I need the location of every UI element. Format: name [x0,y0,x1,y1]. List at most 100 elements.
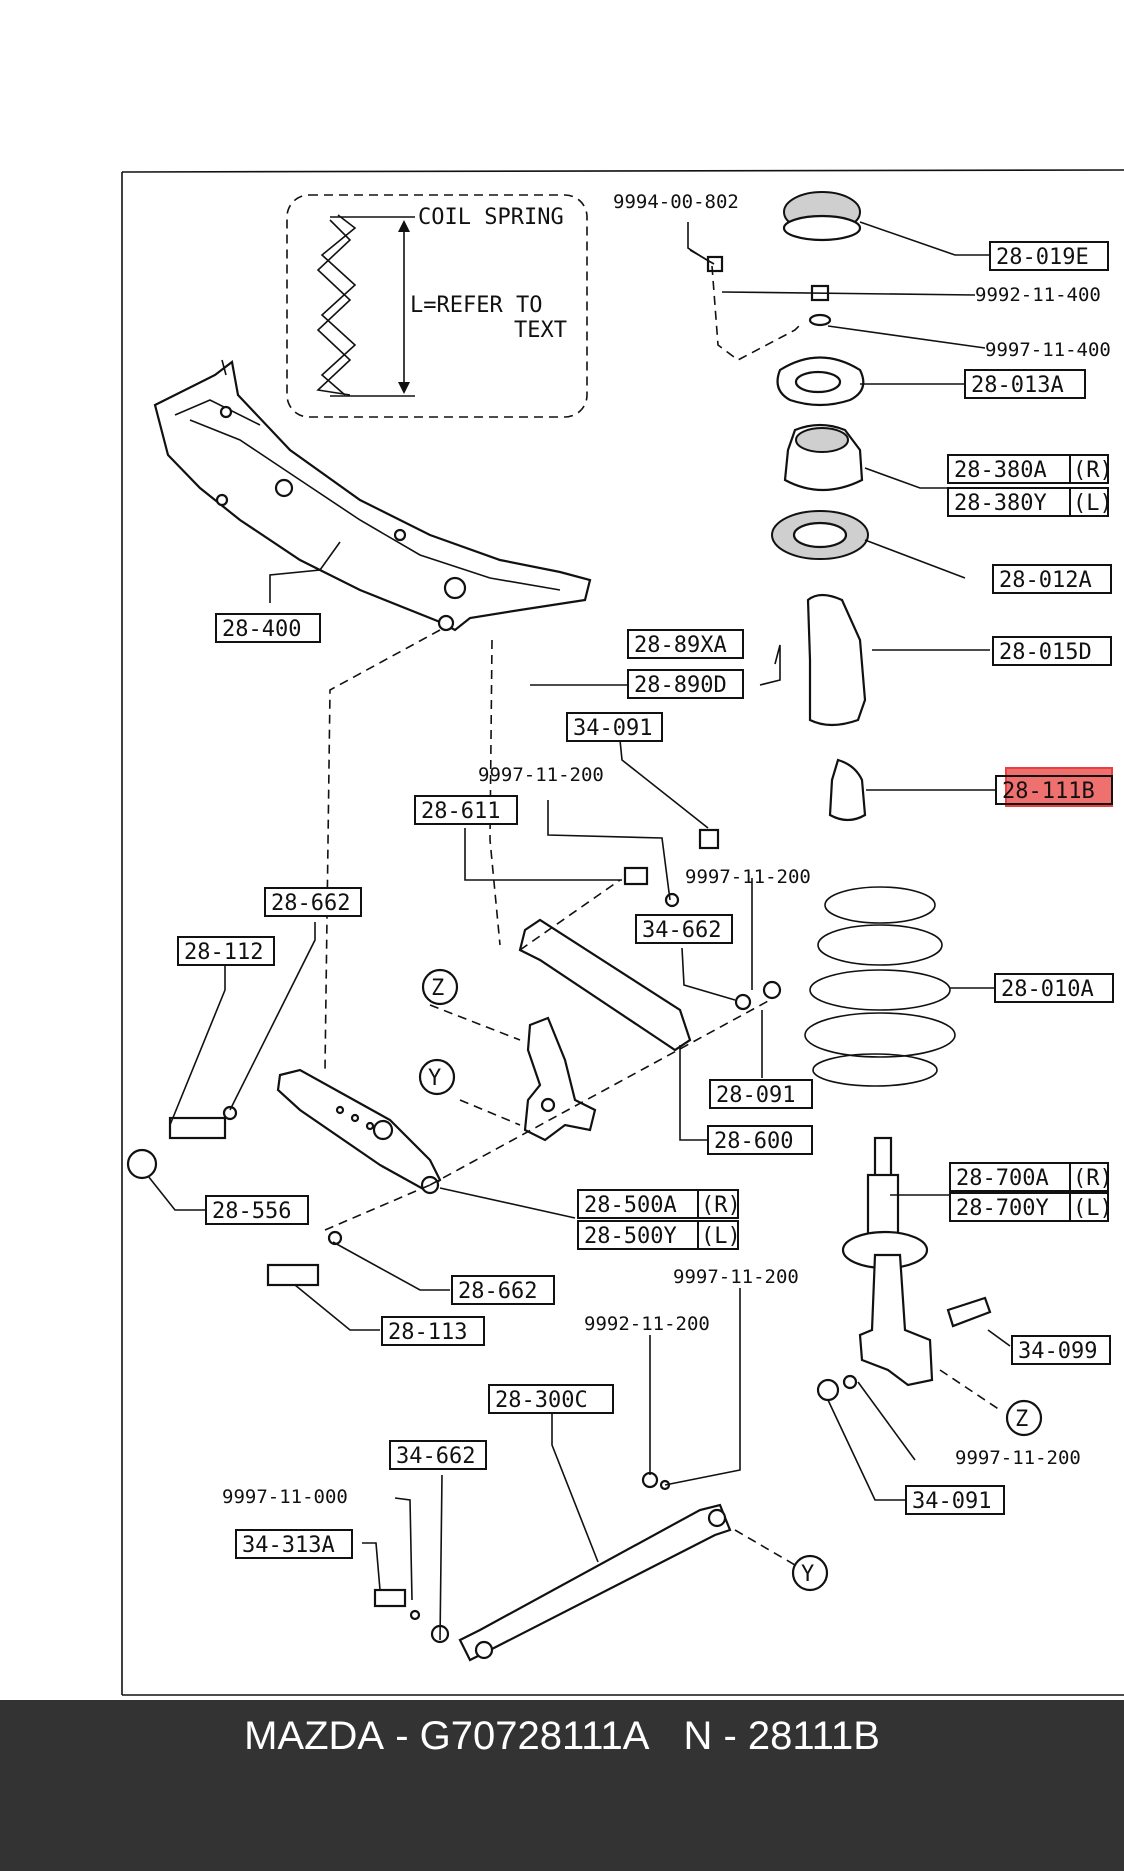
dashed-line-3 [489,639,501,946]
label-9997-11-400: 9997-11-400 [985,339,1111,361]
ref-circle-z-2 [1005,1399,1043,1437]
label-28-700Y: 28-700Y [956,1196,1049,1221]
label-box-28-600 [707,1125,813,1155]
strut-top-parts-drawing [689,191,869,822]
label-box-side-l-2 [1069,1192,1109,1222]
label-box-28-662-b [451,1275,555,1305]
label-box-28-500Y [577,1220,699,1250]
leader-lines [147,221,1011,1641]
label-28-111B: 28-111B [1002,779,1095,804]
coil-spring-legend: COIL SPRING L=REFER TO TEXT [286,194,588,418]
label-box-28-611 [414,795,518,825]
ref-z-2: Z [1015,1407,1028,1432]
label-box-28-890D [627,669,744,699]
label-box-28-662-a [264,887,362,917]
label-box-28-556 [205,1195,309,1225]
trailing-arm-drawing [126,1068,442,1287]
label-box-28-400 [215,613,321,643]
label-9992-11-400: 9992-11-400 [975,284,1101,306]
label-28-500A: 28-500A [584,1193,677,1218]
ref-z-1: Z [431,976,444,1001]
label-box-28-500A [577,1189,699,1219]
label-side-r-3: (R) [701,1193,741,1218]
label-28-556: 28-556 [212,1199,291,1224]
label-28-380A: 28-380A [954,458,1047,483]
strut-drawing [816,1136,992,1402]
label-9992-11-200: 9992-11-200 [584,1313,710,1335]
label-box-side-l-3 [697,1220,739,1250]
label-28-400: 28-400 [222,617,301,642]
label-28-890D: 28-890D [634,673,727,698]
coil-spring-drawing [804,886,956,1087]
footer-code: 28111B [747,1714,880,1758]
label-34-662-a: 34-662 [642,918,721,943]
label-28-600: 28-600 [714,1129,793,1154]
label-34-662-b: 34-662 [396,1444,475,1469]
ref-circle-y-2 [791,1554,829,1592]
footer-part-number: G70728111A [419,1714,650,1758]
label-box-side-r-2 [1069,1162,1109,1192]
label-28-113: 28-113 [388,1320,467,1345]
dashed-line-y1 [459,1099,521,1126]
parts-diagram: COIL SPRING L=REFER TO TEXT [121,169,1124,1696]
label-box-28-013A [964,369,1086,399]
label-28-010A: 28-010A [1001,977,1094,1002]
label-box-34-662-b [389,1440,487,1470]
label-28-019E: 28-019E [996,245,1089,270]
lateral-link-drawing [518,828,782,1052]
label-28-013A: 28-013A [971,373,1064,398]
ref-circle-y-1 [418,1058,456,1096]
label-9994-00-802: 9994-00-802 [613,191,739,213]
label-box-28-019E [989,241,1109,271]
label-side-r-2: (R) [1073,1166,1113,1191]
label-box-28-300C [488,1384,614,1414]
label-9997-11-200-b: 9997-11-200 [685,866,811,888]
label-box-28-015D [992,636,1112,666]
label-9997-11-200-d: 9997-11-200 [955,1447,1081,1469]
legend-line1: COIL SPRING [418,205,564,230]
dashed-line-5 [429,999,771,1186]
label-28-611: 28-611 [421,799,500,824]
dashed-line-6 [324,1184,431,1231]
label-28-500Y: 28-500Y [584,1224,677,1249]
dashed-line-1 [711,265,801,361]
label-box-28-380A [947,454,1071,484]
label-box-28-091 [709,1079,813,1109]
label-28-700A: 28-700A [956,1166,1049,1191]
label-34-091-a: 34-091 [573,716,652,741]
label-side-l-2: (L) [1073,1196,1113,1221]
frame-top-line [121,169,1124,173]
label-28-89XA: 28-89XA [634,633,727,658]
label-box-side-l-1 [1069,487,1109,517]
label-box-34-091-a [566,712,663,742]
ref-y-1: Y [428,1066,441,1091]
dashed-line-z1 [429,1004,521,1041]
label-box-28-380Y [947,487,1071,517]
label-28-662-b: 28-662 [458,1279,537,1304]
lower-arm-drawing [373,1471,732,1662]
ref-circle-z-1 [421,968,459,1006]
label-box-28-113 [381,1316,485,1346]
label-28-380Y: 28-380Y [954,491,1047,516]
dashed-line-2 [324,629,441,1071]
label-highlight-28-111B [1005,767,1113,807]
label-box-34-313A [235,1529,353,1559]
label-box-28-111B [995,775,1113,805]
label-28-012A: 28-012A [999,568,1092,593]
footer-separator-2: - [712,1714,748,1758]
label-28-662-a: 28-662 [271,891,350,916]
label-box-28-112 [177,936,275,966]
label-box-34-091-b [905,1485,1005,1515]
label-9997-11-200-a: 9997-11-200 [478,764,604,786]
footer-separator-1: - [384,1714,420,1758]
ref-y-2: Y [801,1562,814,1587]
dashed-line-4 [519,879,621,951]
knuckle-drawing [523,1016,597,1142]
footer-code-prefix: N [683,1714,713,1758]
label-34-313A: 34-313A [242,1533,335,1558]
label-box-side-r-3 [697,1189,739,1219]
label-9997-11-200-c: 9997-11-200 [673,1266,799,1288]
label-box-34-099 [1011,1335,1111,1365]
legend-line3: TEXT [514,318,567,343]
